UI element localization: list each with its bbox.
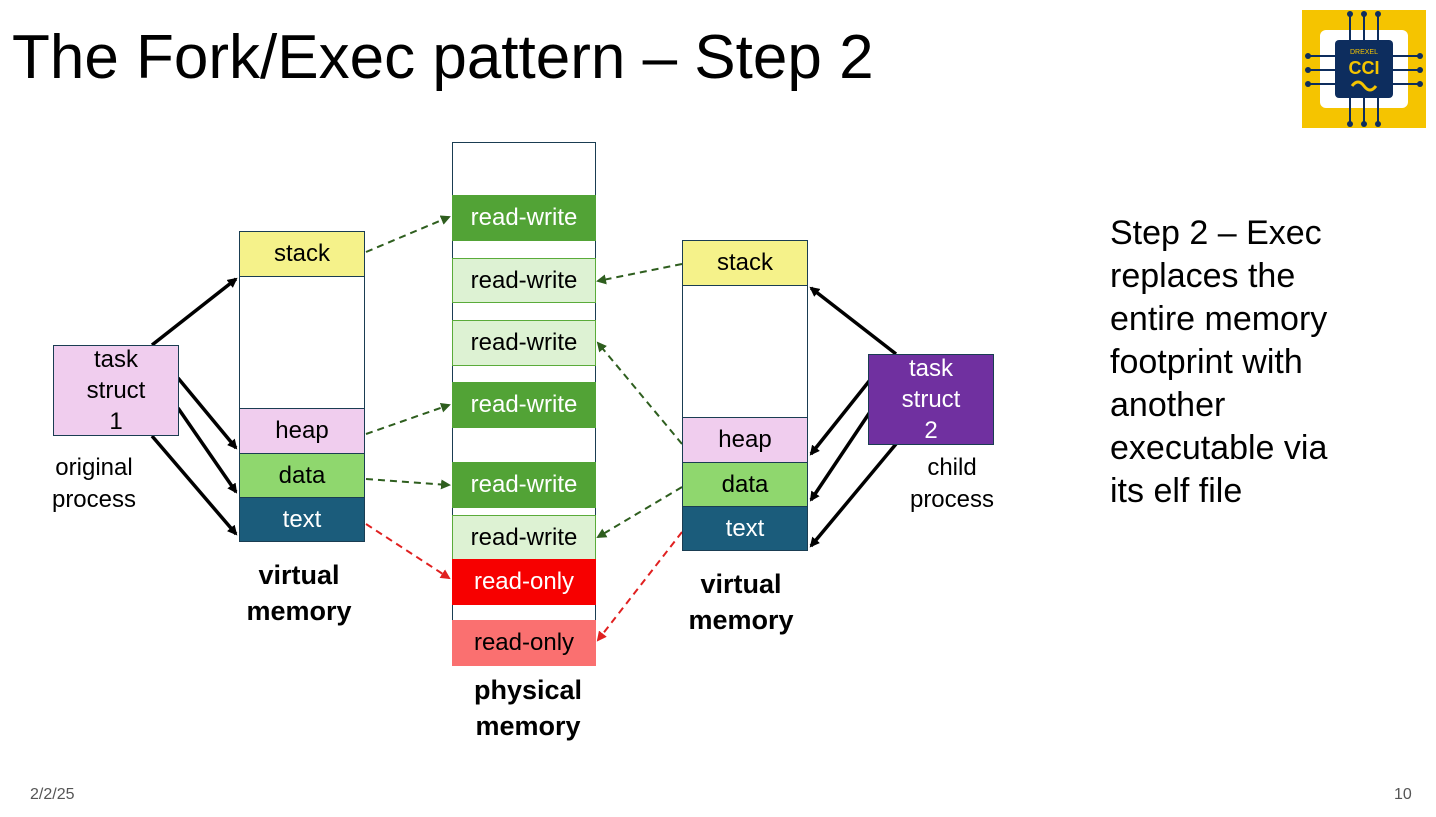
phys-label-line2: memory [475, 711, 581, 741]
logo-text-main: CCI [1349, 58, 1380, 78]
phys-block-1: read-write [452, 195, 596, 241]
task-struct-2: task struct 2 [868, 354, 994, 445]
left-task-arrows [150, 277, 238, 536]
task-struct-2-line2: struct [901, 386, 961, 413]
task-struct-2-line3: 2 [924, 417, 938, 444]
right-vm-heap: heap [682, 417, 808, 463]
logo-chip-icon: DREXEL CCI [1305, 11, 1423, 127]
phys-label-line1: physical [473, 675, 583, 705]
map-left-stack [365, 215, 451, 253]
desc-line-1: Step 2 – Exec [1110, 214, 1322, 252]
left-vm-label-line1: virtual [258, 560, 340, 590]
slide-date: 2/2/25 [30, 786, 75, 803]
right-vm-label-line2: memory [688, 605, 794, 635]
map-left-text [365, 523, 451, 580]
desc-line-4: footprint with [1110, 343, 1303, 381]
desc-line-5: another [1110, 386, 1226, 424]
task-struct-1: task struct 1 [53, 345, 179, 436]
slide-title: The Fork/Exec pattern – Step 2 [12, 23, 874, 92]
desc-line-2: replaces the [1110, 257, 1296, 295]
left-vm-label: virtual memory [219, 557, 379, 629]
child-caption-line1: child [927, 454, 977, 481]
phys-block-8: read-only [452, 620, 596, 666]
right-vm-data: data [682, 462, 808, 507]
caption-line-1: original [55, 454, 133, 481]
phys-block-6: read-write [452, 515, 596, 560]
physical-memory-label: physical memory [444, 672, 612, 744]
map-right-data [596, 486, 683, 539]
phys-block-7: read-only [452, 559, 596, 605]
left-vm-gap [239, 276, 365, 409]
task-struct-1-line2: struct [86, 377, 146, 404]
desc-line-6: executable via [1110, 429, 1328, 467]
phys-block-5: read-write [452, 462, 596, 508]
right-vm-gap [682, 285, 808, 418]
caption-line-2: process [51, 486, 137, 513]
logo-text-top: DREXEL [1350, 49, 1378, 56]
phys-block-2: read-write [452, 258, 596, 303]
task-struct-2-line1: task [908, 355, 953, 382]
right-vm-label: virtual memory [661, 566, 821, 638]
map-right-heap [596, 341, 683, 445]
left-vm-label-line2: memory [246, 596, 352, 626]
child-caption-line2: process [909, 486, 995, 513]
map-left-heap [365, 402, 451, 435]
right-vm-text: text [682, 506, 808, 551]
drexel-cci-logo: DREXEL CCI [1302, 10, 1426, 128]
map-left-data [365, 478, 451, 490]
task-struct-1-line1: task [93, 346, 138, 373]
desc-line-3: entire memory [1110, 300, 1328, 338]
map-right-stack [596, 263, 683, 285]
right-vm-stack: stack [682, 240, 808, 286]
task-struct-1-line3: 1 [109, 408, 123, 435]
step-description: Step 2 – Exec replaces the entire memory… [1110, 212, 1410, 513]
map-right-text [596, 531, 683, 642]
child-process-caption: child process [890, 452, 1014, 516]
phys-block-3: read-write [452, 320, 596, 366]
phys-block-4: read-write [452, 382, 596, 428]
right-task-arrows [809, 286, 898, 548]
slide-page-number: 10 [1394, 786, 1412, 803]
left-vm-data: data [239, 453, 365, 498]
left-vm-stack: stack [239, 231, 365, 277]
desc-line-7: its elf file [1110, 472, 1243, 510]
left-vm-heap: heap [239, 408, 365, 454]
original-process-caption: original process [30, 452, 158, 516]
left-vm-text: text [239, 497, 365, 542]
right-vm-label-line1: virtual [700, 569, 782, 599]
